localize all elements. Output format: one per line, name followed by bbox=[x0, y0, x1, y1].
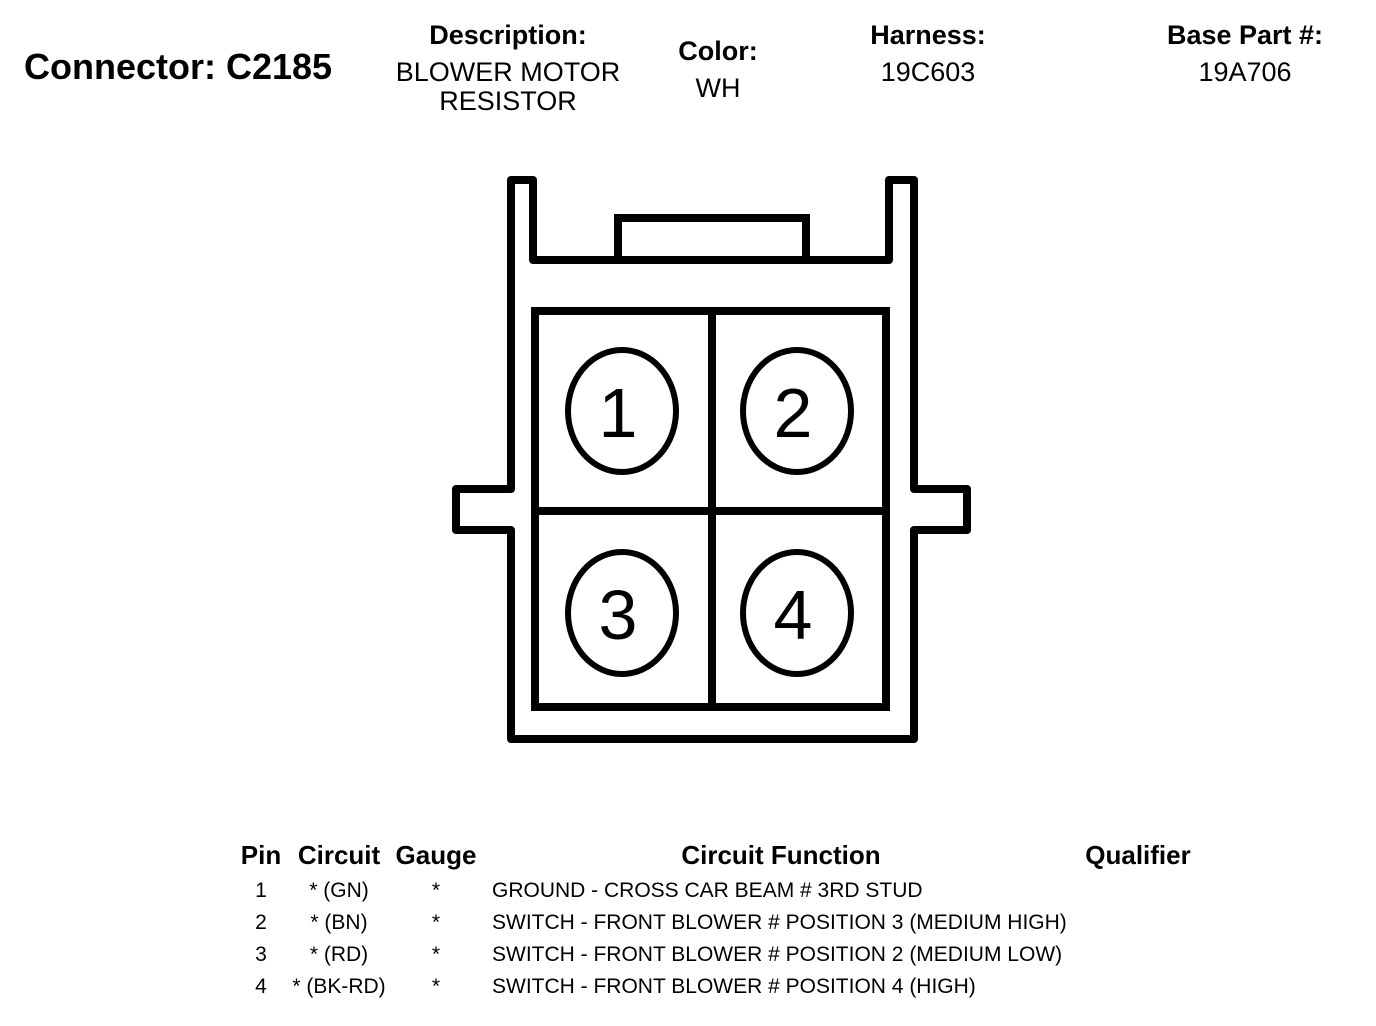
connector-diagram: 1 2 3 4 bbox=[452, 176, 971, 743]
pin-cell: 3 bbox=[255, 942, 267, 966]
gauge-cell: * bbox=[431, 910, 441, 934]
pin-header: Pin bbox=[240, 840, 282, 870]
pin-cell: 4 bbox=[255, 974, 267, 998]
color-block: Color: WH bbox=[658, 36, 778, 104]
description-line1: BLOWER MOTOR bbox=[395, 57, 621, 88]
pin-2-label: 2 bbox=[774, 374, 813, 452]
pin-3-label: 3 bbox=[599, 576, 638, 654]
qualifier-cell bbox=[1078, 907, 1198, 939]
gauge-cell: * bbox=[431, 942, 441, 966]
table-row: 4 * (BK-RD) * SWITCH - FRONT BLOWER # PO… bbox=[232, 971, 1198, 1003]
table-row: 2 * (BN) * SWITCH - FRONT BLOWER # POSIT… bbox=[232, 907, 1198, 939]
pin-1-label: 1 bbox=[599, 374, 638, 452]
qualifier-cell bbox=[1078, 939, 1198, 971]
circuit-cell: * (BK-RD) bbox=[292, 974, 386, 998]
gauge-cell: * bbox=[431, 878, 441, 902]
base-part-label: Base Part #: bbox=[1166, 20, 1324, 50]
circuit-header: Circuit bbox=[297, 840, 381, 870]
description-line2: RESISTOR bbox=[439, 86, 577, 117]
pin-cell: 1 bbox=[255, 878, 267, 902]
function-cell: SWITCH - FRONT BLOWER # POSITION 4 (HIGH… bbox=[492, 974, 976, 998]
circuit-cell: * (RD) bbox=[309, 942, 369, 966]
table-row: 1 * (GN) * GROUND - CROSS CAR BEAM # 3RD… bbox=[232, 875, 1198, 907]
table-row: 3 * (RD) * SWITCH - FRONT BLOWER # POSIT… bbox=[232, 939, 1198, 971]
qualifier-header: Qualifier bbox=[1085, 840, 1191, 870]
description-block: Description: BLOWER MOTOR RESISTOR bbox=[380, 20, 636, 117]
gauge-cell: * bbox=[431, 974, 441, 998]
color-label: Color: bbox=[678, 36, 758, 66]
function-cell: SWITCH - FRONT BLOWER # POSITION 2 (MEDI… bbox=[492, 942, 1063, 966]
table-header-row: Pin Circuit Gauge Circuit Function Quali… bbox=[232, 840, 1198, 875]
pin-2-cavity bbox=[740, 347, 854, 475]
function-header: Circuit Function bbox=[681, 840, 881, 870]
description-label: Description: bbox=[429, 20, 587, 50]
pin-table: Pin Circuit Gauge Circuit Function Quali… bbox=[232, 840, 1198, 1003]
base-part-value: 19A706 bbox=[1198, 57, 1292, 88]
function-cell: GROUND - CROSS CAR BEAM # 3RD STUD bbox=[492, 878, 923, 902]
connector-title: Connector: C2185 bbox=[24, 46, 333, 87]
pin-4-label: 4 bbox=[774, 576, 813, 654]
harness-block: Harness: 19C603 bbox=[848, 20, 1008, 88]
harness-value: 19C603 bbox=[880, 57, 976, 88]
pin-4-cavity bbox=[740, 549, 854, 677]
pin-3-cavity bbox=[565, 549, 679, 677]
qualifier-cell bbox=[1078, 875, 1198, 907]
base-part-block: Base Part #: 19A706 bbox=[1140, 20, 1350, 88]
function-cell: SWITCH - FRONT BLOWER # POSITION 3 (MEDI… bbox=[492, 910, 1067, 934]
circuit-cell: * (GN) bbox=[309, 878, 369, 902]
pin-cell: 2 bbox=[255, 910, 267, 934]
qualifier-cell bbox=[1078, 971, 1198, 1003]
gauge-header: Gauge bbox=[395, 840, 477, 870]
latch bbox=[614, 214, 810, 264]
circuit-cell: * (BN) bbox=[310, 910, 368, 934]
pin-1-cavity bbox=[565, 347, 679, 475]
harness-label: Harness: bbox=[870, 20, 986, 50]
color-value: WH bbox=[695, 73, 741, 104]
